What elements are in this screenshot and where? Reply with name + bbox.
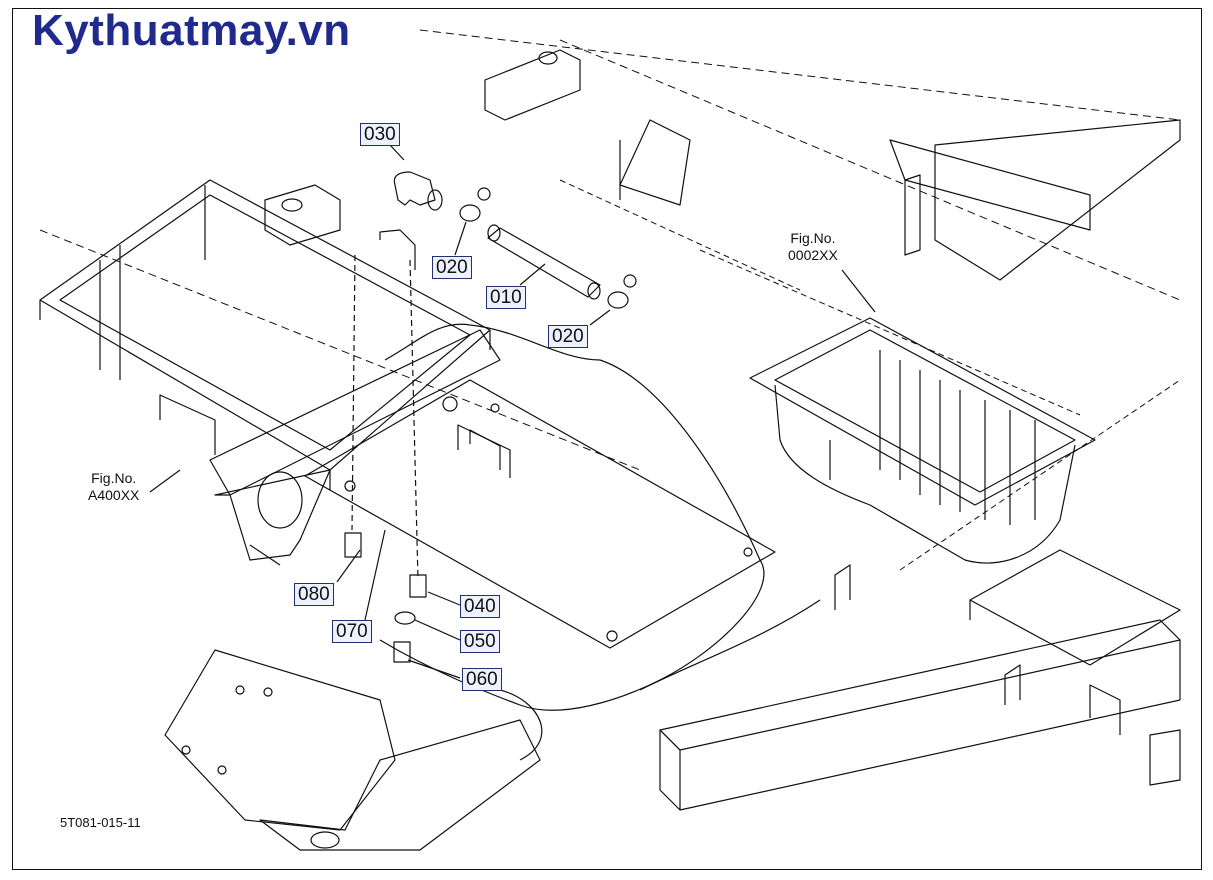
drain-plug xyxy=(336,254,461,679)
callout-020-lower[interactable]: 020 xyxy=(548,325,588,348)
chassis-centerline xyxy=(39,29,1181,471)
main-beam xyxy=(659,619,1181,811)
callout-080[interactable]: 080 xyxy=(294,583,334,606)
callout-040[interactable]: 040 xyxy=(460,595,500,618)
drawing-frame xyxy=(12,8,1202,870)
watermark-logo: Kythuatmay.vn xyxy=(32,6,351,55)
hose-assembly xyxy=(389,144,637,326)
document-id: 5T081-015-11 xyxy=(60,815,141,830)
callout-020-upper[interactable]: 020 xyxy=(432,256,472,279)
callout-070[interactable]: 070 xyxy=(332,620,372,643)
callout-060[interactable]: 060 xyxy=(462,668,502,691)
callout-030[interactable]: 030 xyxy=(360,123,400,146)
figure-ref-label: Fig.No. xyxy=(790,230,836,246)
figure-ref-label: Fig.No. xyxy=(91,470,137,486)
chassis-outline xyxy=(379,323,821,761)
callout-010[interactable]: 010 xyxy=(486,286,526,309)
oil-pan xyxy=(749,317,1096,564)
figure-ref-number: 0002XX xyxy=(788,247,838,263)
upper-box xyxy=(264,51,558,246)
side-bracket xyxy=(209,329,501,566)
figure-ref-a400xx[interactable]: Fig.No. A400XX xyxy=(88,470,139,504)
u-bolts xyxy=(159,229,1121,735)
figure-ref-0002xx[interactable]: Fig.No. 0002XX xyxy=(788,230,838,264)
shelf-plate xyxy=(969,549,1181,666)
figure-ref-number: A400XX xyxy=(88,487,140,503)
upper-beam xyxy=(484,49,1181,281)
callout-050[interactable]: 050 xyxy=(460,630,500,653)
cover-plate xyxy=(304,379,776,649)
bottom-bracket xyxy=(164,649,541,851)
